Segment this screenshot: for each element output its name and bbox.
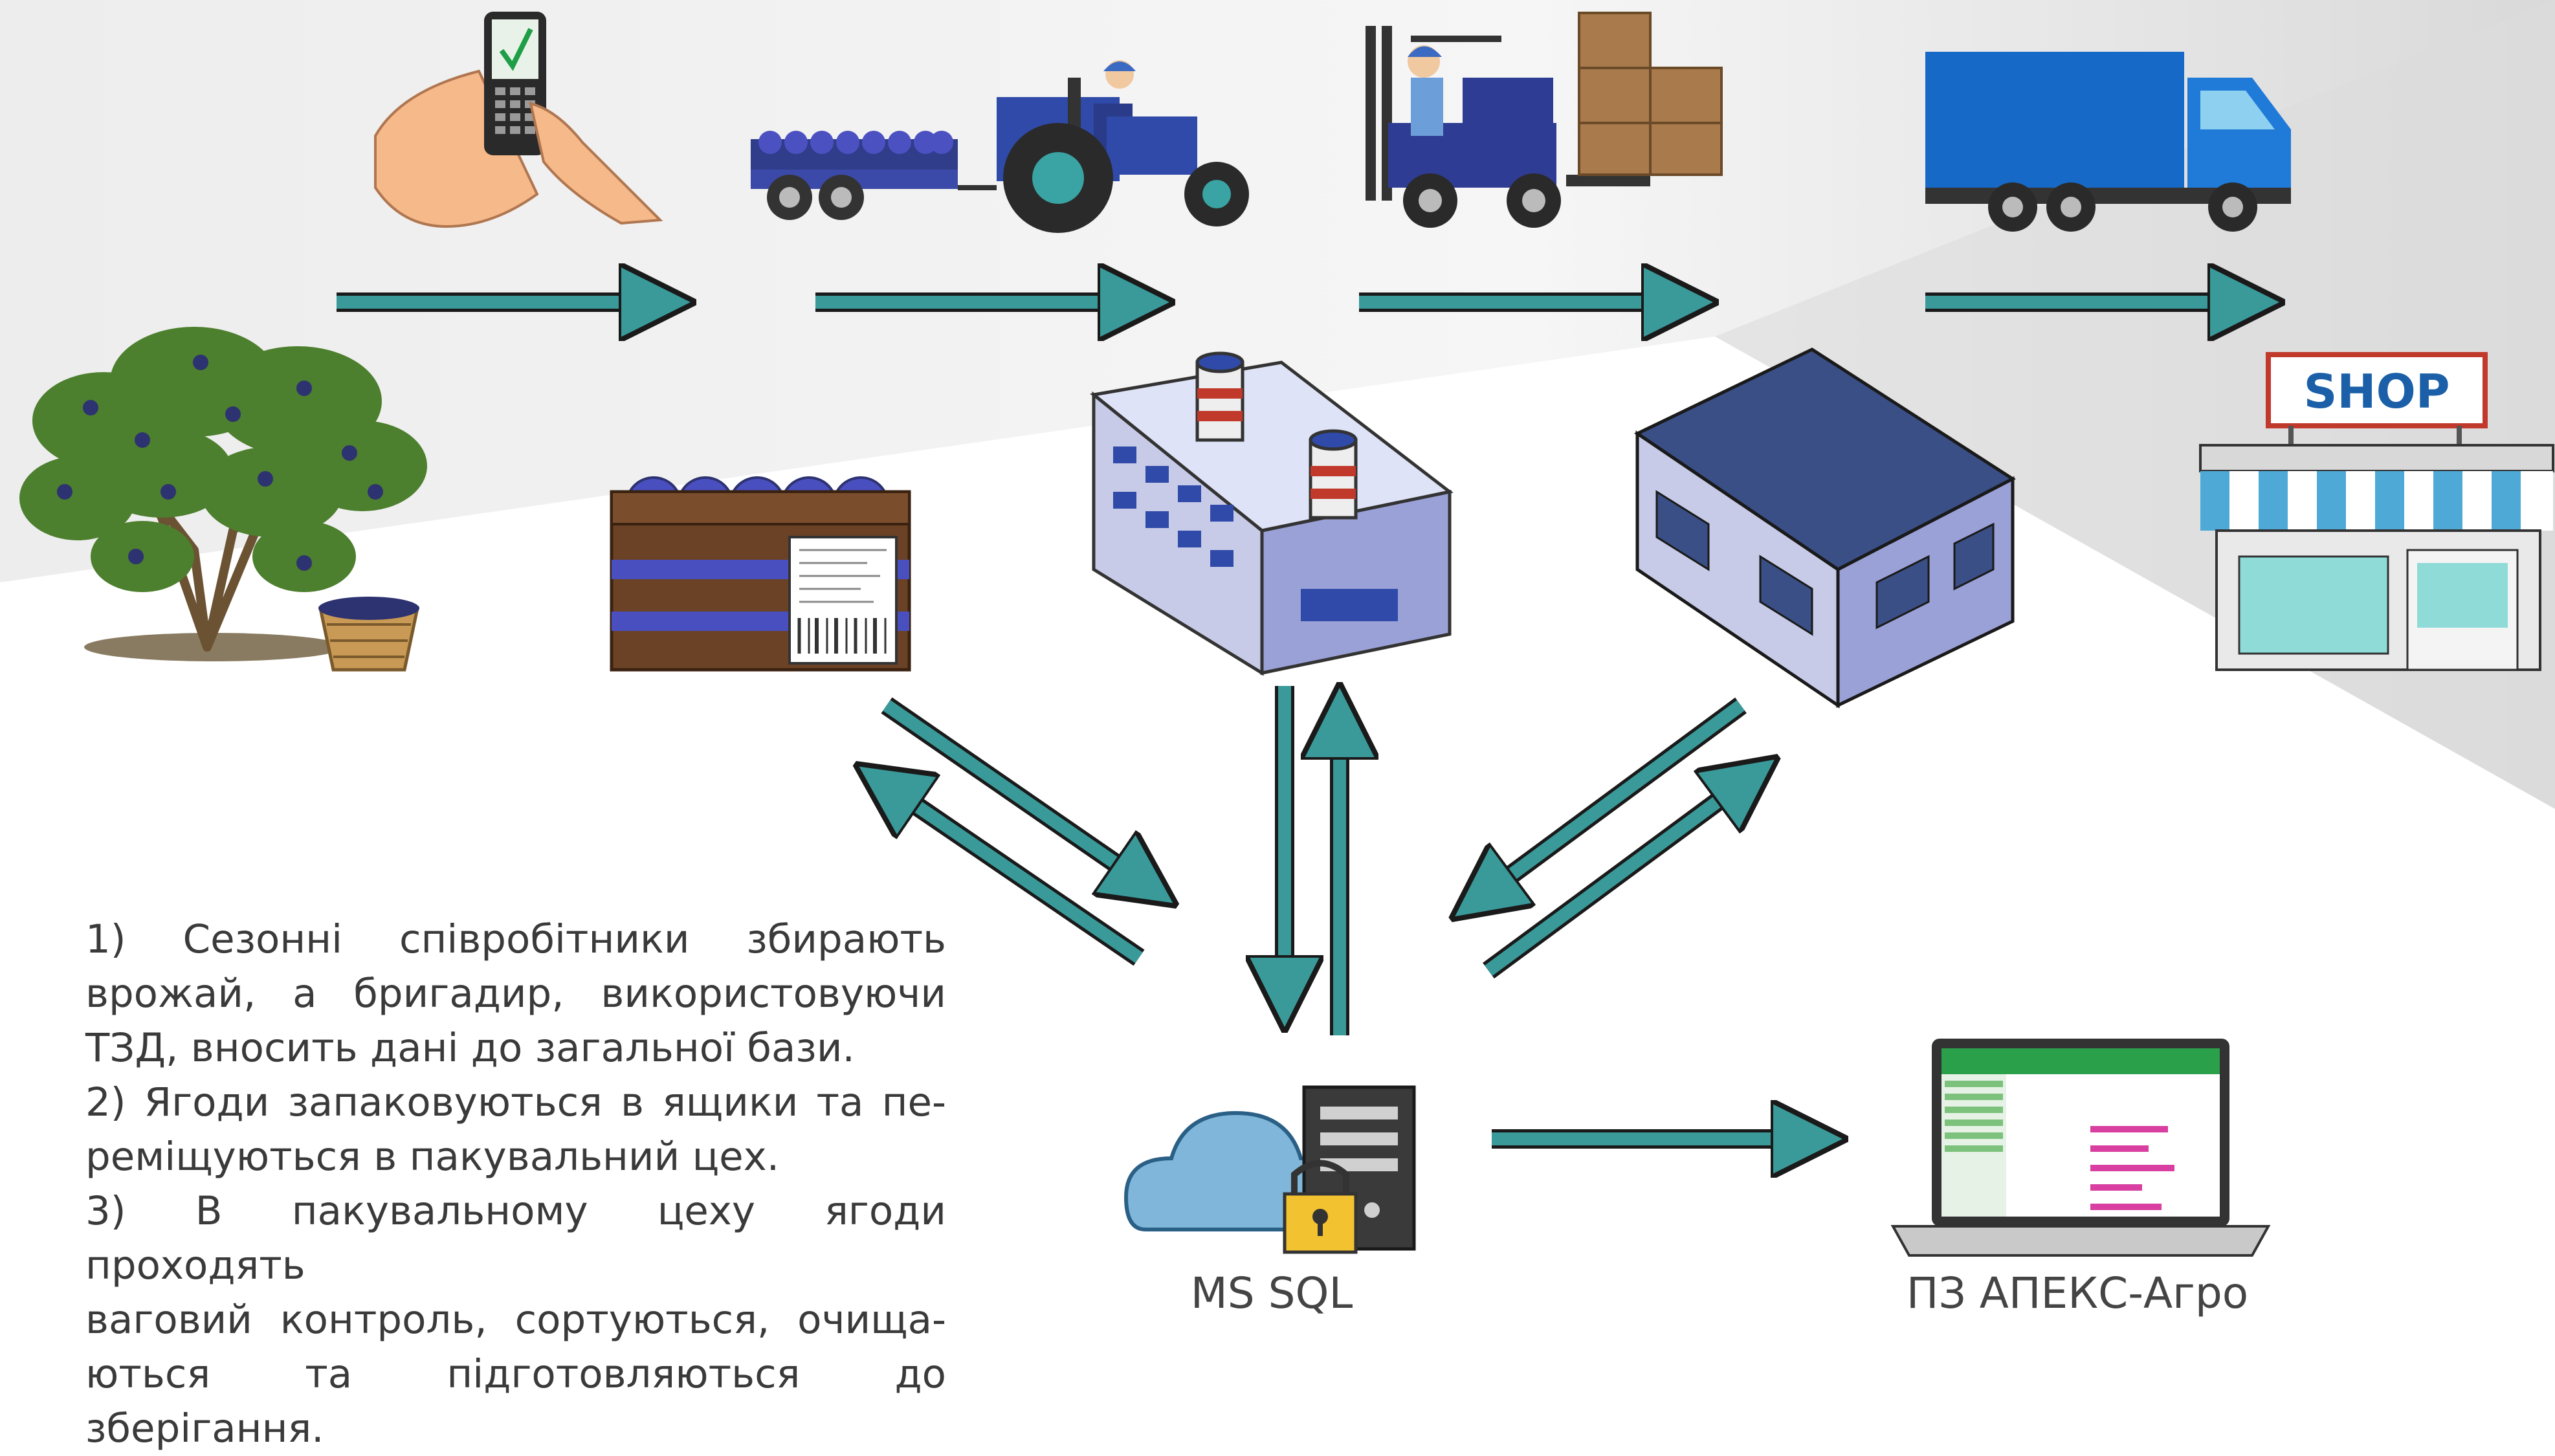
packing-plant-icon bbox=[1090, 351, 1454, 676]
process-icons bbox=[19, 12, 2554, 1257]
description-line-5: реміщуються в пакувальний цех. bbox=[85, 1134, 780, 1180]
description-line-2: врожай, а бригадир, використовуючи bbox=[85, 971, 946, 1017]
cloud-database-icon bbox=[1123, 1085, 1416, 1254]
description-line-3: ТЗД, вносить дані до загальної бази. bbox=[85, 1025, 855, 1071]
software-caption: ПЗ АПЕКС-Агро bbox=[1906, 1268, 2249, 1318]
shop-sign: SHOP bbox=[2303, 364, 2450, 419]
description-line-7: ваговий контроль, сортуються, очища- bbox=[85, 1297, 946, 1343]
description-line-4: 2) Ягоди запаковуються в ящики та пе- bbox=[85, 1079, 946, 1125]
arrow-db-to-crate bbox=[874, 777, 1145, 966]
tractor-trailer-icon bbox=[751, 60, 1249, 233]
arrow-warehouse-to-db bbox=[1469, 697, 1747, 906]
description-line-8: ються та підготовляються до зберігання. bbox=[85, 1351, 946, 1451]
shop-icon bbox=[2199, 352, 2554, 671]
description-line-6: 3) В пакувальному цеху ягоди проходять bbox=[85, 1188, 946, 1288]
software-laptop-icon bbox=[1890, 1039, 2271, 1257]
database-caption: MS SQL bbox=[1190, 1268, 1353, 1318]
handheld-scanner-icon bbox=[374, 12, 663, 228]
blueberry-bush-icon bbox=[19, 327, 427, 672]
arrow-db-to-warehouse bbox=[1483, 770, 1760, 979]
arrow-crate-to-db bbox=[881, 697, 1158, 893]
process-description: 1) Сезонні співробітники збирають врожай… bbox=[85, 912, 946, 1456]
warehouse-icon bbox=[1634, 347, 2016, 709]
berry-crate-icon bbox=[610, 476, 911, 672]
forklift-icon bbox=[1366, 12, 1723, 228]
description-line-1: 1) Сезонні співробітники збирають bbox=[85, 916, 946, 962]
flow-arrows bbox=[337, 0, 2555, 1332]
delivery-truck-icon bbox=[1925, 52, 2291, 232]
